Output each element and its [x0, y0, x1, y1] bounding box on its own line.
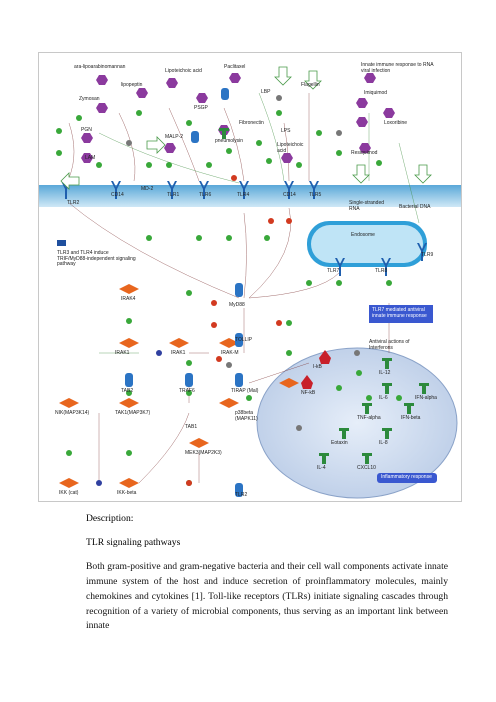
label-paclitaxel: Paclitaxel — [224, 64, 246, 70]
label-ifnb: IFN-beta — [401, 415, 421, 421]
label-irakm: IRAK-M — [221, 350, 239, 356]
label-tlr5: TLR5 — [309, 192, 322, 198]
body-paragraph: Both gram-positive and gram-negative bac… — [86, 561, 448, 632]
label-pneumolysin: pneumolysin — [215, 138, 244, 144]
label-traf6: TRAF6 — [179, 388, 195, 394]
label-md2: MD-2 — [141, 186, 154, 192]
label-il4: IL-4 — [317, 465, 326, 471]
label-tlr4: TLR4 — [237, 192, 250, 198]
label-ara: ara-lipoarabinomannan — [74, 64, 126, 70]
label-tlr2: TLR2 — [67, 200, 80, 206]
label-tlr7-box: TLR7 mediated antiviral innate immune re… — [372, 307, 427, 319]
label-tollip: TOLLIP — [235, 337, 253, 343]
label-tlr2b: TLR2 — [235, 492, 248, 498]
label-tlr6: TLR6 — [199, 192, 212, 198]
label-malp2: MALP-2 — [165, 134, 184, 140]
label-irak1: IRAK1 — [115, 350, 130, 356]
label-il8: IL-8 — [379, 440, 388, 446]
label-ssrna: Single-stranded RNA — [349, 200, 385, 212]
label-pgn: PGN — [81, 127, 92, 133]
section-title: TLR signaling pathways — [86, 537, 181, 548]
description-label: Description: — [86, 513, 134, 524]
label-tab1: TAB1 — [185, 424, 198, 430]
label-lipoteichoic: Lipoteichoic acid — [165, 68, 202, 74]
label-imiquimod: Imiquimod — [364, 90, 388, 96]
label-endosome: Endosome — [351, 232, 375, 238]
label-nfkb: NF-kB — [301, 390, 316, 396]
label-il12: IL-12 — [379, 370, 391, 376]
label-lipoteichoic2: Lipoteichoic acid — [277, 142, 304, 154]
label-tnfa: TNF-alpha — [357, 415, 381, 421]
receptor-icons — [61, 181, 427, 276]
pathway-svg — [39, 66, 461, 499]
label-zymosan: Zymosan — [79, 96, 100, 102]
label-p38: p38beta (MAPK11) — [235, 410, 258, 422]
label-irak4: IRAK4 — [121, 296, 136, 302]
label-tlr7: TLR7 — [327, 268, 340, 274]
label-tlr3-tlr4: TLR3 and TLR4 induce TRIF/MyD88-independ… — [57, 250, 136, 267]
label-psgp: PSGP — [194, 105, 208, 111]
label-myd88: MyD88 — [229, 302, 245, 308]
label-fibronectin: Fibronectin — [239, 120, 264, 126]
label-ikk-cat: IKK (cat) — [59, 490, 79, 496]
label-eotaxin: Eotaxin — [331, 440, 348, 446]
label-mek3: MEK3(MAP2K3) — [185, 450, 222, 456]
label-irak1b: IRAK1 — [171, 350, 186, 356]
inflammatory-box — [377, 473, 437, 483]
pathway-diagram: ara-lipoarabinomannan Lipoteichoic acid … — [38, 52, 462, 502]
label-tirap: TIRAP (Mal) — [231, 388, 259, 394]
label-lipopeptin: lipopeptin — [121, 82, 143, 88]
label-ikk-beta: IKK-beta — [117, 490, 137, 496]
label-loxoribine: Loxoribine — [384, 120, 408, 126]
label-lps: LPS — [281, 128, 291, 134]
label-bdna: Bacterial DNA — [399, 204, 431, 210]
label-flagellin: Flagellin — [301, 82, 320, 88]
tlr7-antiviral-box — [369, 305, 433, 323]
label-cd14b: CD14 — [283, 192, 296, 198]
label-tab2: TAB2 — [121, 388, 134, 394]
label-tak1: TAK1(MAP3K7) — [115, 410, 151, 416]
label-cd14: CD14 — [111, 192, 124, 198]
label-tlr9: TLR9 — [421, 252, 434, 258]
label-lbp: LBP — [261, 89, 271, 95]
label-antiviral: Antiviral actions of Interferons — [369, 339, 410, 351]
label-ifna: IFN-alpha — [415, 395, 437, 401]
label-inflammatory: Inflammatory response — [381, 474, 432, 480]
label-tlr8: TLR8 — [375, 268, 388, 274]
label-il6: IL-6 — [379, 395, 388, 401]
label-cxcl10: CXCL10 — [357, 465, 376, 471]
label-ikb: I-kB — [313, 364, 322, 370]
label-tlr1: TLR1 — [167, 192, 180, 198]
label-nik: NIK(MAP3K14) — [55, 410, 90, 416]
cell-membrane — [39, 185, 461, 207]
label-lam: LAM — [85, 155, 96, 161]
label-resiquimod: Resiquimod — [351, 150, 378, 156]
label-innate: Innate immune response to RNA viral infe… — [361, 62, 434, 74]
